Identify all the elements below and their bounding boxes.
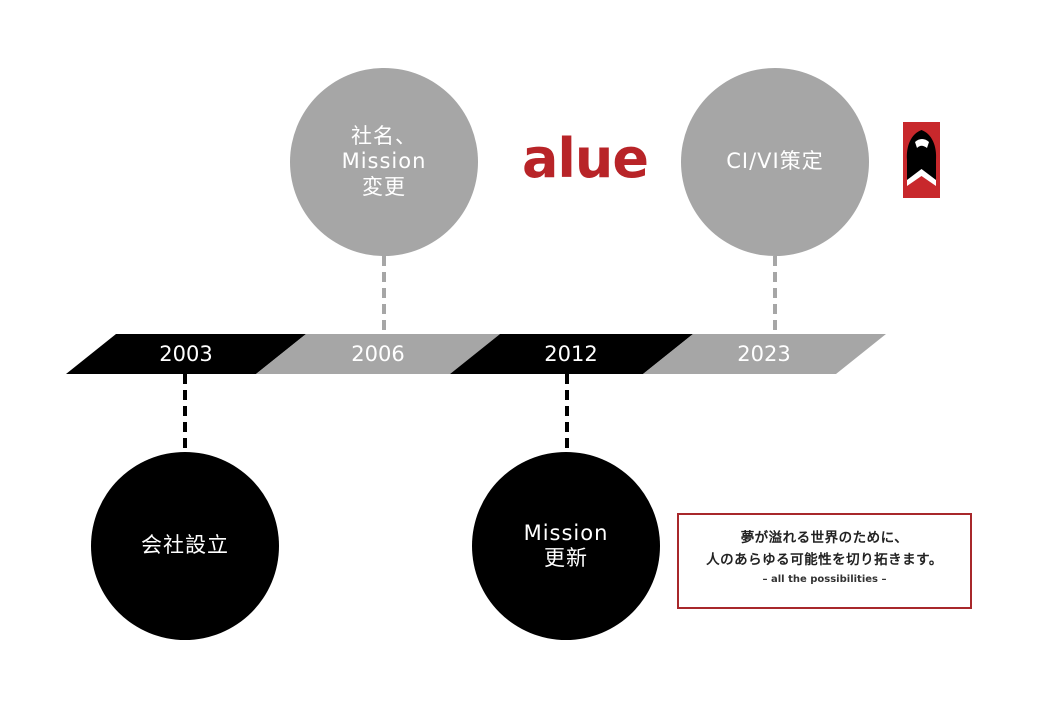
- slogan-line-2: 人のあらゆる可能性を切り拓きます。: [706, 552, 943, 568]
- year-label-2012: 2012: [544, 342, 598, 366]
- ribbon-segment-2023: [643, 334, 886, 374]
- event-circle-2012: Mission 更新: [472, 452, 660, 640]
- event-circle-2023: CI/VI策定: [681, 68, 869, 256]
- year-label-2023: 2023: [737, 342, 791, 366]
- event-text-2006: 社名、 Mission 変更: [341, 124, 427, 199]
- ribbon-segment-2012: [450, 334, 693, 374]
- ribbon-segment-2006: [256, 334, 500, 374]
- event-text-2023: CI/VI策定: [726, 149, 824, 174]
- year-label-2006: 2006: [351, 342, 405, 366]
- slogan-line-1: 夢が溢れる世界のために、: [740, 530, 909, 546]
- event-text-2012: Mission 更新: [523, 520, 609, 570]
- slogan-box: 夢が溢れる世界のために、 人のあらゆる可能性を切り拓きます。 – all the…: [677, 513, 972, 609]
- event-text-2003: 会社設立: [141, 533, 229, 558]
- year-label-2003: 2003: [159, 342, 213, 366]
- emblem-logo-icon: [903, 122, 940, 198]
- event-circle-2006: 社名、 Mission 変更: [290, 68, 478, 256]
- event-circle-2003: 会社設立: [91, 452, 279, 640]
- alue-logo: alue: [521, 127, 649, 190]
- slogan-subtitle: – all the possibilities –: [762, 574, 887, 585]
- ribbon-segment-2003: [66, 334, 306, 374]
